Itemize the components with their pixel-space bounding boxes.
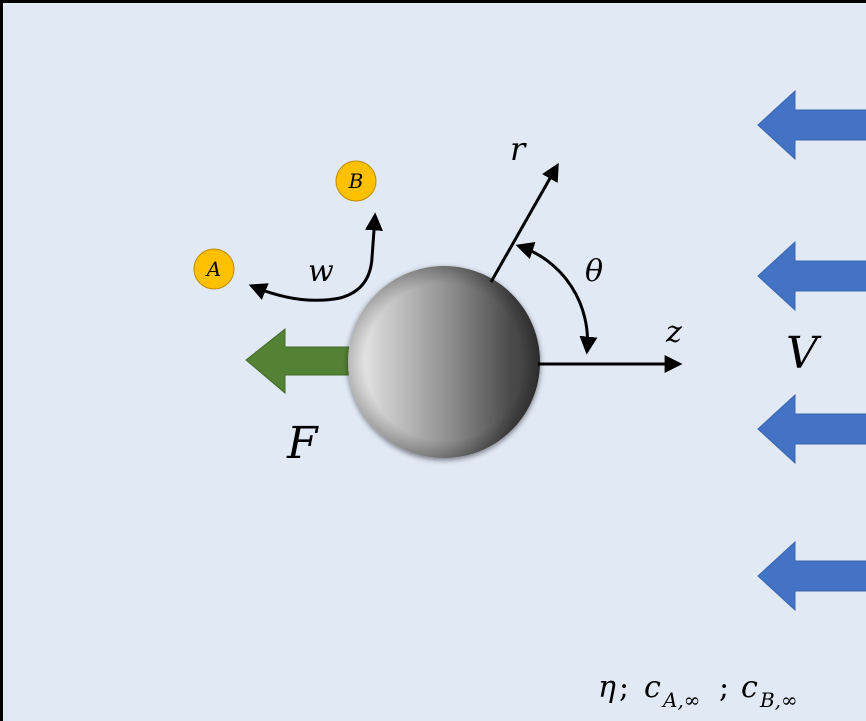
eta-label: η — [598, 670, 616, 705]
separator-1: ; — [619, 670, 629, 705]
species-a-label: A — [205, 257, 221, 281]
flow-arrow-4 — [757, 540, 866, 612]
r-axis — [489, 162, 559, 283]
separator-2: ; — [719, 670, 729, 705]
species-a-circle — [193, 248, 235, 290]
v-label: V — [786, 328, 822, 379]
theta-label: θ — [585, 254, 603, 289]
species-b-circle — [335, 160, 377, 202]
c-b-symbol: c — [741, 670, 758, 705]
z-label: z — [665, 315, 682, 350]
flow-arrow-2 — [757, 240, 866, 312]
theta-arc — [515, 242, 598, 355]
c-b-subscript: B,∞ — [759, 688, 798, 712]
parameters-label: η ; c A,∞ ; c B,∞ — [598, 670, 798, 712]
species-a: A — [193, 248, 235, 290]
flow-arrow-1 — [757, 89, 866, 161]
flow-arrows — [757, 89, 866, 612]
sphere — [348, 266, 540, 458]
flow-arrow-3 — [757, 393, 866, 465]
c-a-symbol: c — [644, 670, 661, 705]
species-b-label: B — [348, 169, 364, 193]
w-label: w — [308, 254, 334, 289]
r-label: r — [510, 130, 527, 168]
species-b: B — [335, 160, 377, 202]
f-label: F — [286, 418, 319, 469]
reaction-curve — [248, 212, 383, 302]
c-a-subscript: A,∞ — [661, 688, 700, 712]
